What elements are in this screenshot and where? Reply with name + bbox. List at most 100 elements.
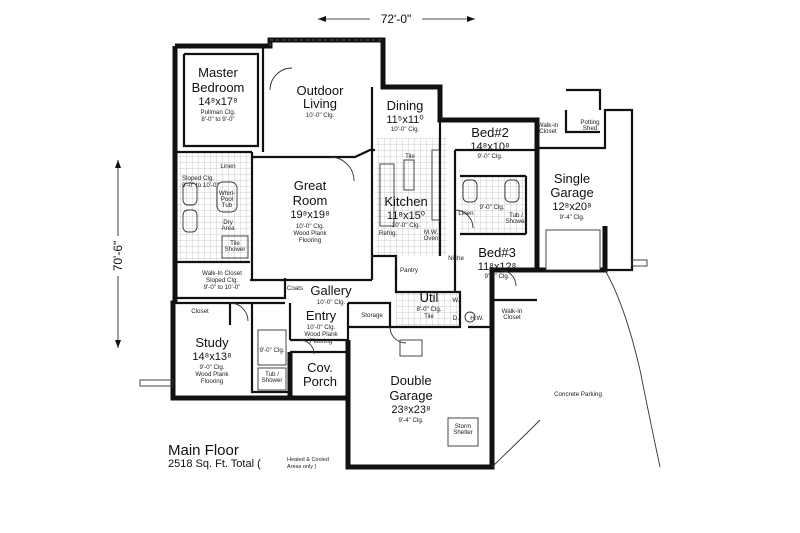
svg-text:Cov.: Cov. [307, 360, 333, 375]
svg-text:14⁸x17⁸: 14⁸x17⁸ [198, 96, 237, 108]
depth-dimension: 70'-6" [108, 160, 128, 348]
svg-text:11⁸x12⁸: 11⁸x12⁸ [478, 261, 516, 273]
outdoor-dash [269, 39, 383, 46]
fixtures [182, 149, 520, 447]
driveway-edge [604, 269, 661, 468]
svg-text:Potting: Potting [580, 119, 600, 126]
svg-text:Garage: Garage [550, 185, 593, 200]
svg-text:Pool: Pool [221, 196, 233, 203]
svg-text:8'-0" to 9'-0": 8'-0" to 9'-0" [201, 116, 234, 123]
svg-text:Walk-in: Walk-in [538, 122, 559, 129]
room-double-garage: Double Garage 23⁸x23⁸ 9'-4" Clg. [389, 373, 432, 424]
interior-walls [175, 46, 537, 394]
room-util: Util 8'-0" Clg. Tile [416, 290, 441, 320]
svg-text:Tile: Tile [424, 313, 434, 320]
svg-text:Tile: Tile [230, 240, 240, 247]
title-block: Main Floor 2518 Sq. Ft. Total ( Heated &… [168, 442, 329, 470]
svg-text:Oven: Oven [424, 235, 439, 242]
room-single-garage: Single Garage 12⁸x20⁸ 9'-4" Clg. [550, 171, 593, 221]
svg-text:9'-4" Clg.: 9'-4" Clg. [398, 417, 423, 424]
svg-text:Flooring: Flooring [310, 338, 333, 345]
hall-bath-tile [460, 176, 526, 234]
svg-text:Pantry: Pantry [400, 267, 419, 274]
width-dimension-label: 72'-0" [381, 12, 412, 26]
svg-text:Bed#2: Bed#2 [471, 125, 509, 140]
svg-text:Walk-In: Walk-In [502, 308, 523, 315]
svg-text:Shower: Shower [262, 377, 283, 384]
svg-text:Shower: Shower [506, 218, 527, 225]
door-swings [229, 67, 517, 355]
svg-text:9'-0" Clg.: 9'-0" Clg. [477, 153, 502, 160]
svg-text:Bed#3: Bed#3 [478, 245, 516, 260]
small-labels: Linen Sloped Clg. 9'-0" to 10'-0" Whirl-… [182, 119, 602, 436]
svg-text:Porch: Porch [303, 374, 337, 389]
svg-text:Outdoor: Outdoor [297, 83, 345, 98]
room-bed2: Bed#2 14⁸x10⁸ 9'-0" Clg. [470, 125, 509, 160]
svg-text:11⁸x15⁰: 11⁸x15⁰ [387, 210, 426, 222]
svg-text:Linen: Linen [220, 163, 236, 170]
svg-text:23⁸x23⁸: 23⁸x23⁸ [391, 404, 430, 416]
parking-edge [491, 419, 541, 468]
svg-text:9'-0" Clg.: 9'-0" Clg. [484, 273, 509, 280]
svg-text:Tub: Tub [222, 202, 233, 209]
svg-text:Tub /: Tub / [509, 212, 523, 219]
width-dimension: 72'-0" [318, 11, 475, 27]
room-dining: Dining 11⁵x11⁰ 10'-0" Clg. [386, 98, 424, 133]
svg-text:Double: Double [390, 373, 431, 388]
title-note-1: Heated & Cooled [287, 457, 329, 463]
svg-text:W.: W. [452, 297, 459, 304]
svg-text:Master: Master [198, 65, 238, 80]
svg-text:10'-0" Clg.: 10'-0" Clg. [391, 126, 420, 133]
svg-text:Flooring: Flooring [201, 378, 224, 385]
svg-text:14⁸x10⁸: 14⁸x10⁸ [470, 141, 509, 153]
room-kitchen: Kitchen 11⁸x15⁰ 10'-0" Clg. [384, 194, 427, 229]
svg-text:9'-0" Clg.: 9'-0" Clg. [199, 364, 224, 371]
room-covered-porch: Cov. Porch [303, 360, 337, 389]
svg-text:Shelter: Shelter [453, 429, 473, 436]
svg-text:Closet: Closet [503, 314, 521, 321]
svg-text:Wood Plank: Wood Plank [304, 331, 338, 338]
svg-text:10'-0" Clg.: 10'-0" Clg. [392, 222, 421, 229]
svg-text:Whirl-: Whirl- [219, 190, 235, 197]
title-note-2: Areas only ) [287, 464, 317, 470]
svg-text:Storm: Storm [455, 423, 472, 430]
svg-text:Util: Util [420, 290, 439, 305]
svg-text:10'-0" Clg.: 10'-0" Clg. [306, 112, 335, 119]
svg-text:9'-0" to 10'-0": 9'-0" to 10'-0" [182, 182, 219, 189]
room-entry: Entry 10'-0" Clg. Wood Plank Flooring [304, 308, 338, 345]
svg-text:11⁵x11⁰: 11⁵x11⁰ [386, 114, 424, 126]
svg-text:Tile: Tile [405, 153, 415, 160]
svg-text:Garage: Garage [389, 388, 432, 403]
svg-text:Niche: Niche [448, 255, 464, 262]
svg-text:Walk-In Closet: Walk-In Closet [202, 270, 242, 277]
svg-text:H.W.: H.W. [470, 315, 484, 322]
svg-text:Sloped Clg.: Sloped Clg. [206, 277, 238, 284]
room-bed3: Bed#3 11⁸x12⁸ 9'-0" Clg. [478, 245, 516, 280]
svg-text:10'-0" Clg.: 10'-0" Clg. [296, 223, 325, 230]
svg-text:Closet: Closet [191, 308, 209, 315]
svg-text:Study: Study [195, 335, 229, 350]
svg-text:D.: D. [453, 315, 459, 322]
room-great-room: Great Room 19⁸x19⁸ 10'-0" Clg. Wood Plan… [290, 178, 329, 244]
svg-text:9'-0" Clg.: 9'-0" Clg. [479, 204, 504, 211]
svg-text:9'-4" Clg.: 9'-4" Clg. [559, 214, 584, 221]
util-tile [396, 292, 458, 327]
depth-dimension-label: 70'-6" [111, 241, 125, 272]
svg-text:Entry: Entry [306, 308, 337, 323]
svg-text:Room: Room [293, 193, 328, 208]
svg-text:14⁸x13⁸: 14⁸x13⁸ [192, 351, 231, 363]
svg-text:Shed: Shed [583, 125, 598, 132]
room-gallery: Gallery 10'-0" Clg. [310, 283, 352, 306]
svg-text:10'-0" Clg.: 10'-0" Clg. [307, 324, 336, 331]
svg-text:Refrig.: Refrig. [379, 230, 398, 237]
svg-text:Coats: Coats [287, 285, 303, 292]
title-sqft: 2518 Sq. Ft. Total ( [168, 458, 261, 470]
svg-text:Wood Plank: Wood Plank [195, 371, 229, 378]
svg-text:10'-0" Clg.: 10'-0" Clg. [317, 299, 346, 306]
svg-text:Flooring: Flooring [299, 237, 322, 244]
svg-text:12⁸x20⁸: 12⁸x20⁸ [552, 201, 591, 213]
svg-text:Concrete Parking: Concrete Parking [554, 391, 602, 398]
kitchen-tile [375, 138, 447, 256]
hose-bib-left [139, 379, 174, 387]
